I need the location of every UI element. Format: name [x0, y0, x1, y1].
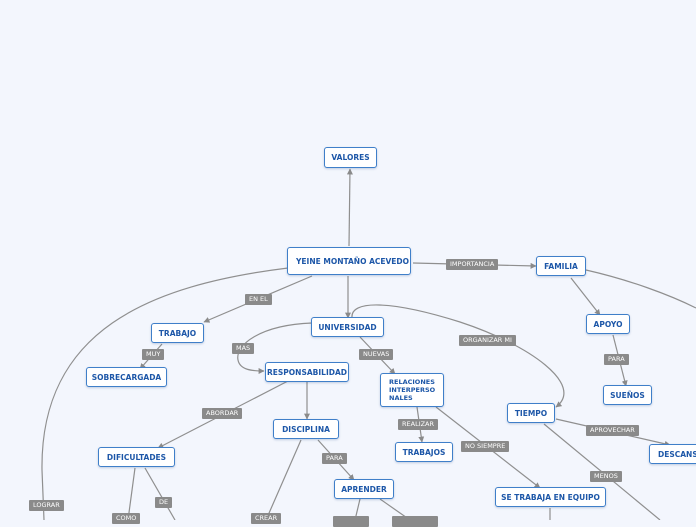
connector-universidad-responsabilidad — [237, 322, 313, 374]
link-label-aprovechar[interactable]: APROVECHAR — [586, 425, 639, 436]
node-tiempo[interactable]: TIEMPO — [507, 403, 555, 423]
node-suenos[interactable]: SUEÑOS — [603, 385, 652, 405]
node-valores[interactable]: VALORES — [324, 147, 377, 168]
node-relaciones[interactable]: RELACIONES INTERPERSO NALES — [380, 373, 444, 407]
node-trabajos[interactable]: TRABAJOS — [395, 442, 453, 462]
node-dificultades[interactable]: DIFICULTADES — [98, 447, 175, 467]
connector-dificultades-como — [127, 467, 136, 520]
link-label-como[interactable]: COMO — [112, 513, 141, 524]
node-trabajo[interactable]: TRABAJO — [151, 323, 204, 343]
link-label-en-el[interactable]: EN EL — [245, 294, 272, 305]
node-disciplina[interactable]: DISCIPLINA — [273, 419, 339, 439]
connector-familia-apoyo — [570, 277, 601, 316]
node-sobrecargada[interactable]: SOBRECARGADA — [86, 367, 167, 387]
connector-universidad-tiempo — [351, 304, 565, 408]
link-label-nuevas[interactable]: NUEVAS — [359, 349, 394, 360]
node-root[interactable]: YEINE MONTAÑO ACEVEDO — [287, 247, 411, 275]
node-responsabilidad[interactable]: RESPONSABILIDAD — [265, 362, 349, 382]
link-label-menos[interactable]: MENOS — [590, 471, 622, 482]
connector-disciplina-crear — [265, 439, 302, 520]
link-label-mas[interactable]: MAS — [232, 343, 255, 354]
node-familia[interactable]: FAMILIA — [536, 256, 586, 276]
link-label-cut-1[interactable] — [333, 516, 369, 527]
link-label-crear[interactable]: CREAR — [251, 513, 282, 524]
node-equipo[interactable]: SE TRABAJA EN EQUIPO — [495, 487, 606, 507]
node-descanso[interactable]: DESCANSO — [649, 444, 696, 464]
link-label-para-suenos[interactable]: PARA — [604, 354, 629, 365]
connector-familia-offscreen — [585, 269, 696, 309]
connector-dificultades-de — [144, 467, 176, 520]
node-universidad[interactable]: UNIVERSIDAD — [311, 317, 384, 337]
link-label-muy[interactable]: MUY — [142, 349, 165, 360]
link-label-importancia[interactable]: IMPORTANCIA — [446, 259, 499, 270]
link-label-abordar[interactable]: ABORDAR — [202, 408, 243, 419]
link-label-realizar[interactable]: REALIZAR — [398, 419, 439, 430]
link-label-no-siempre[interactable]: NO SIEMPRE — [461, 441, 510, 452]
connector-root-lograr — [41, 267, 289, 520]
connector-root-valores — [346, 168, 353, 247]
link-label-para-aprender[interactable]: PARA — [322, 453, 347, 464]
link-label-cut-2[interactable] — [392, 516, 438, 527]
link-label-organizar-mi[interactable]: ORGANIZAR MI — [459, 335, 516, 346]
node-apoyo[interactable]: APOYO — [586, 314, 630, 334]
node-aprender[interactable]: APRENDER — [334, 479, 394, 499]
link-label-lograr[interactable]: LOGRAR — [29, 500, 64, 511]
link-label-de[interactable]: DE — [155, 497, 173, 508]
